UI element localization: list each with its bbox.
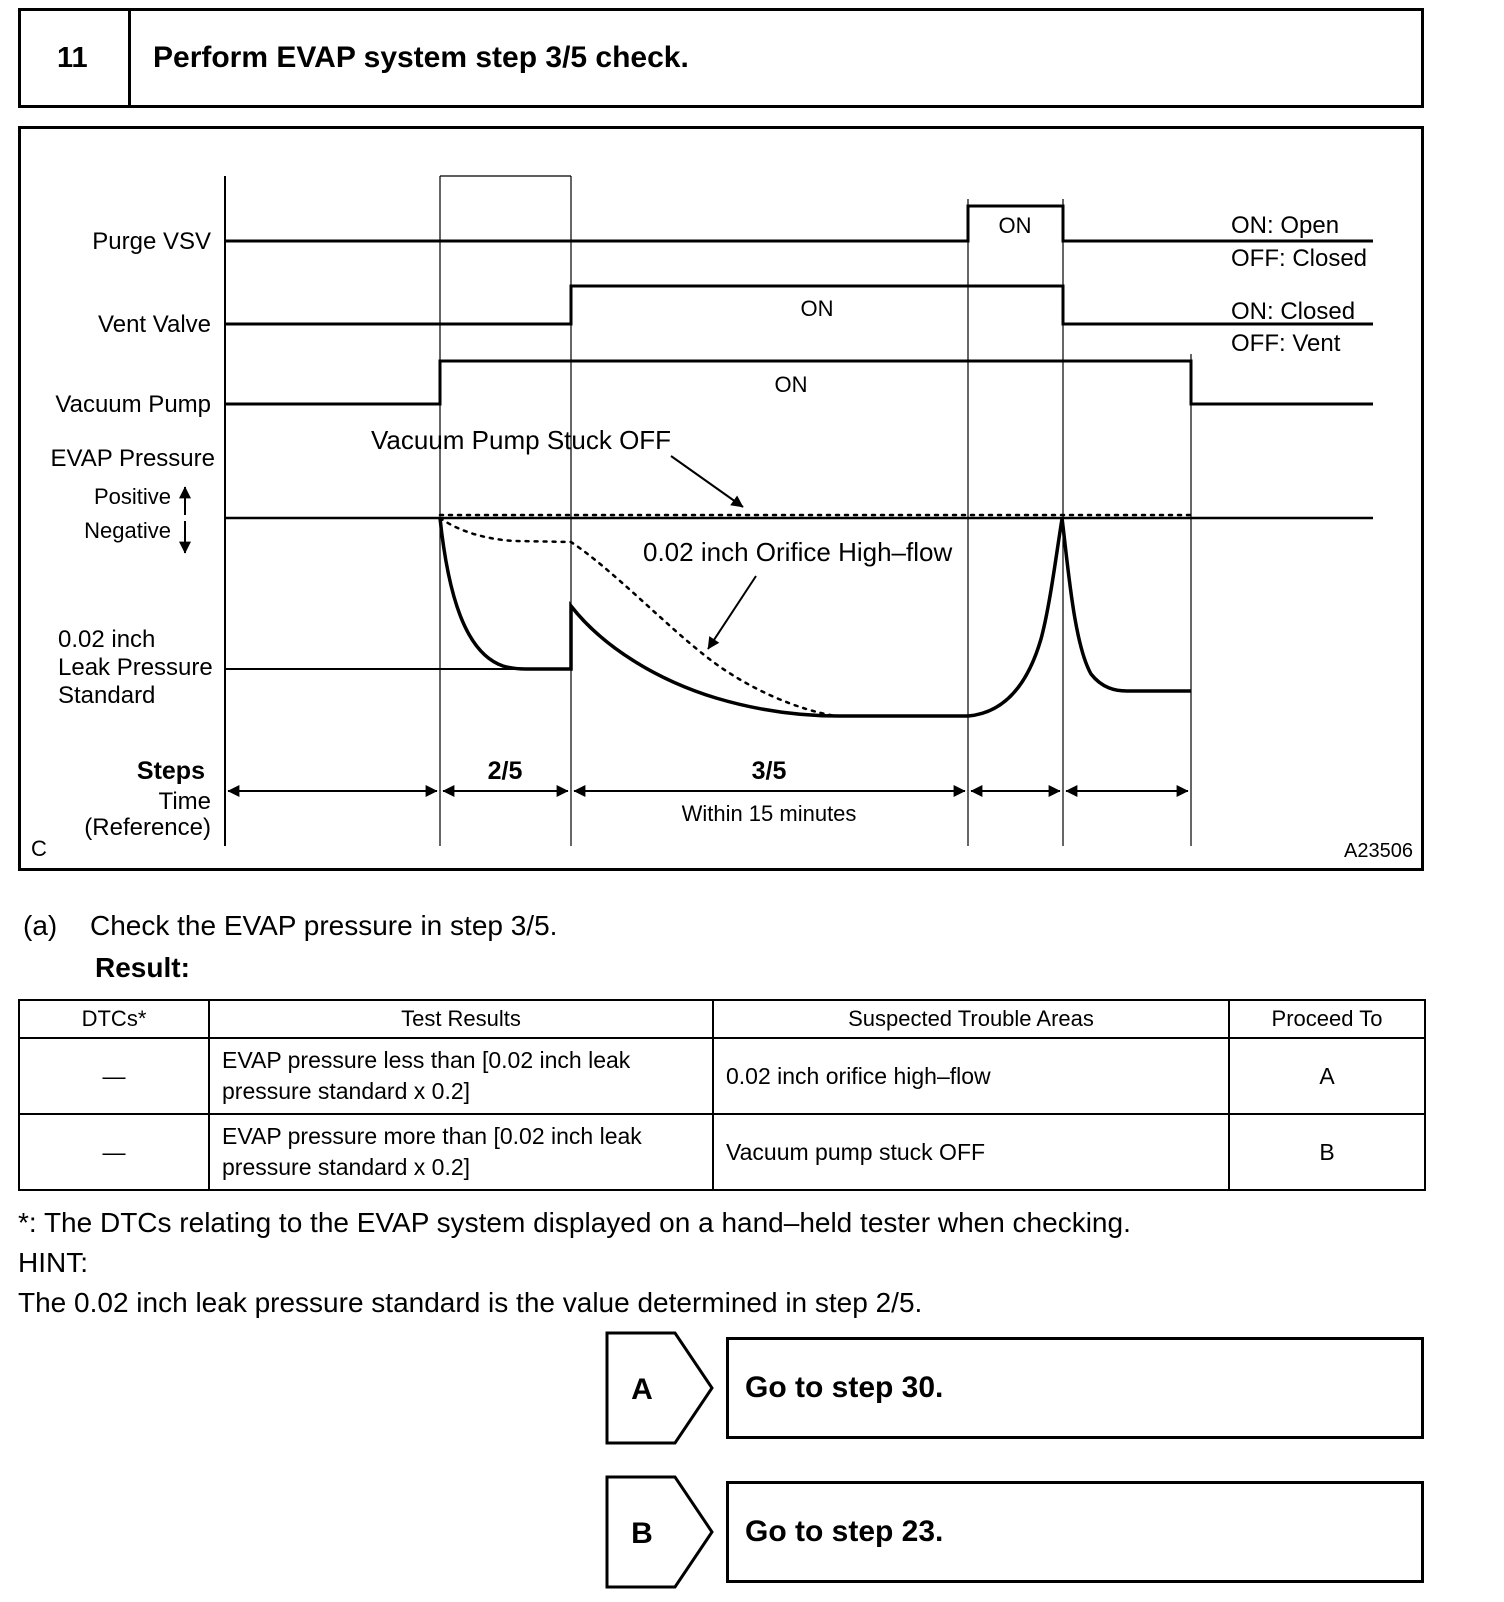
vacuum-pump-on-text: ON [775,372,808,397]
vent-valve-legend-on: ON: Closed [1231,298,1355,325]
vacuum-pump-label: Vacuum Pump [55,391,211,418]
purge-vsv-legend-off: OFF: Closed [1231,245,1367,272]
hint-label: HINT: [18,1247,88,1278]
col-header-proceed-to: Proceed To [1228,999,1426,1039]
positive-label: Positive [94,484,171,509]
time-label: Time [159,788,211,815]
pentagon-arrow-icon [605,1331,714,1445]
figure-id: A23506 [1344,840,1413,862]
table-row: — EVAP pressure more than [0.02 inch lea… [18,1113,1426,1191]
step-3-5-label: 3/5 [752,757,787,785]
evap-pressure-label: EVAP Pressure [50,445,215,472]
within-15-minutes-label: Within 15 minutes [682,801,857,826]
action-b-instruction: Go to step 23. [726,1481,1424,1583]
dtc-footnote: *: The DTCs relating to the EVAP system … [18,1207,1131,1238]
action-row-b: B Go to step 23. [605,1475,1424,1589]
leak-standard-label-3: Standard [58,682,155,709]
stuck-off-annotation-arrow [670,455,744,508]
step-2-5-label: 2/5 [488,757,523,785]
figure-note: C [31,836,47,861]
evap-timing-diagram: Purge VSV ON ON: Open OFF: Closed Vent V… [18,126,1424,871]
result-table: DTCs* Test Results Suspected Trouble Are… [18,999,1426,1191]
vent-valve-row: Vent Valve ON ON: Closed OFF: Vent [98,284,1373,357]
step-number: 11 [21,11,131,105]
purge-vsv-on-text: ON [999,213,1032,238]
result-label: Result: [95,952,190,983]
vent-valve-waveform [225,284,1373,326]
vertical-guides [439,175,1192,846]
purge-vsv-row: Purge VSV ON ON: Open OFF: Closed [92,204,1373,272]
cell-test-result: EVAP pressure more than [0.02 inch leak … [208,1113,714,1191]
timing-diagram-svg: Purge VSV ON ON: Open OFF: Closed Vent V… [31,175,1413,862]
vent-valve-legend-off: OFF: Vent [1231,330,1341,357]
cell-proceed-to: B [1228,1113,1426,1191]
hint-text: The 0.02 inch leak pressure standard is … [18,1287,923,1318]
high-flow-waveform [438,516,838,718]
manual-page: 11 Perform EVAP system step 3/5 check. [18,0,1426,1589]
cell-proceed-to: A [1228,1037,1426,1115]
action-a-pointer: A [605,1331,714,1445]
vent-valve-on-text: ON [801,296,834,321]
stuck-off-annotation: Vacuum Pump Stuck OFF [371,425,744,508]
steps-label: Steps [137,757,205,785]
evap-pressure-labels: EVAP Pressure Positive Negative [50,445,215,554]
action-a-instruction: Go to step 30. [726,1337,1424,1439]
cell-dtcs: — [18,1113,210,1191]
table-row: — EVAP pressure less than [0.02 inch lea… [18,1037,1426,1115]
vent-valve-label: Vent Valve [98,311,211,338]
steps-row: Steps 2/5 3/5 [137,757,787,785]
item-text: Check the EVAP pressure in step 3/5. [90,910,558,941]
cell-trouble-area: Vacuum pump stuck OFF [712,1113,1230,1191]
col-header-dtcs: DTCs* [18,999,210,1039]
col-header-trouble-areas: Suspected Trouble Areas [712,999,1230,1039]
purge-vsv-waveform [225,204,1373,243]
leak-standard-label-1: 0.02 inch [58,626,155,653]
high-flow-annotation: 0.02 inch Orifice High–flow [643,537,952,650]
action-b-marker: B [631,1517,653,1550]
purge-vsv-legend-on: ON: Open [1231,212,1339,239]
stuck-off-annotation-text: Vacuum Pump Stuck OFF [371,425,671,455]
leak-standard-label-2: Leak Pressure [58,654,213,681]
action-a-marker: A [631,1373,653,1406]
vacuum-pump-row: Vacuum Pump ON [55,359,1373,418]
action-row-a: A Go to step 30. [605,1331,1424,1445]
item-marker: (a) [23,910,58,941]
negative-label: Negative [84,518,171,543]
pentagon-arrow-icon [605,1475,714,1589]
leak-standard-labels: 0.02 inch Leak Pressure Standard [58,626,213,709]
step-header: 11 Perform EVAP system step 3/5 check. [18,8,1424,108]
action-b-pointer: B [605,1475,714,1589]
high-flow-annotation-arrow [707,575,757,650]
time-labels: Time (Reference) Within 15 minutes [84,788,856,841]
table-header-row: DTCs* Test Results Suspected Trouble Are… [18,999,1426,1039]
cell-test-result: EVAP pressure less than [0.02 inch leak … [208,1037,714,1115]
cell-dtcs: — [18,1037,210,1115]
evap-pressure-waveform [438,517,1191,718]
purge-vsv-label: Purge VSV [92,228,211,255]
col-header-test-results: Test Results [208,999,714,1039]
high-flow-annotation-text: 0.02 inch Orifice High–flow [643,537,952,567]
vacuum-pump-waveform [225,359,1373,406]
time-reference-label: (Reference) [84,814,211,841]
procedure-item-a: (a) Check the EVAP pressure in step 3/5. [18,909,1424,943]
step-title: Perform EVAP system step 3/5 check. [153,41,689,74]
cell-trouble-area: 0.02 inch orifice high–flow [712,1037,1230,1115]
